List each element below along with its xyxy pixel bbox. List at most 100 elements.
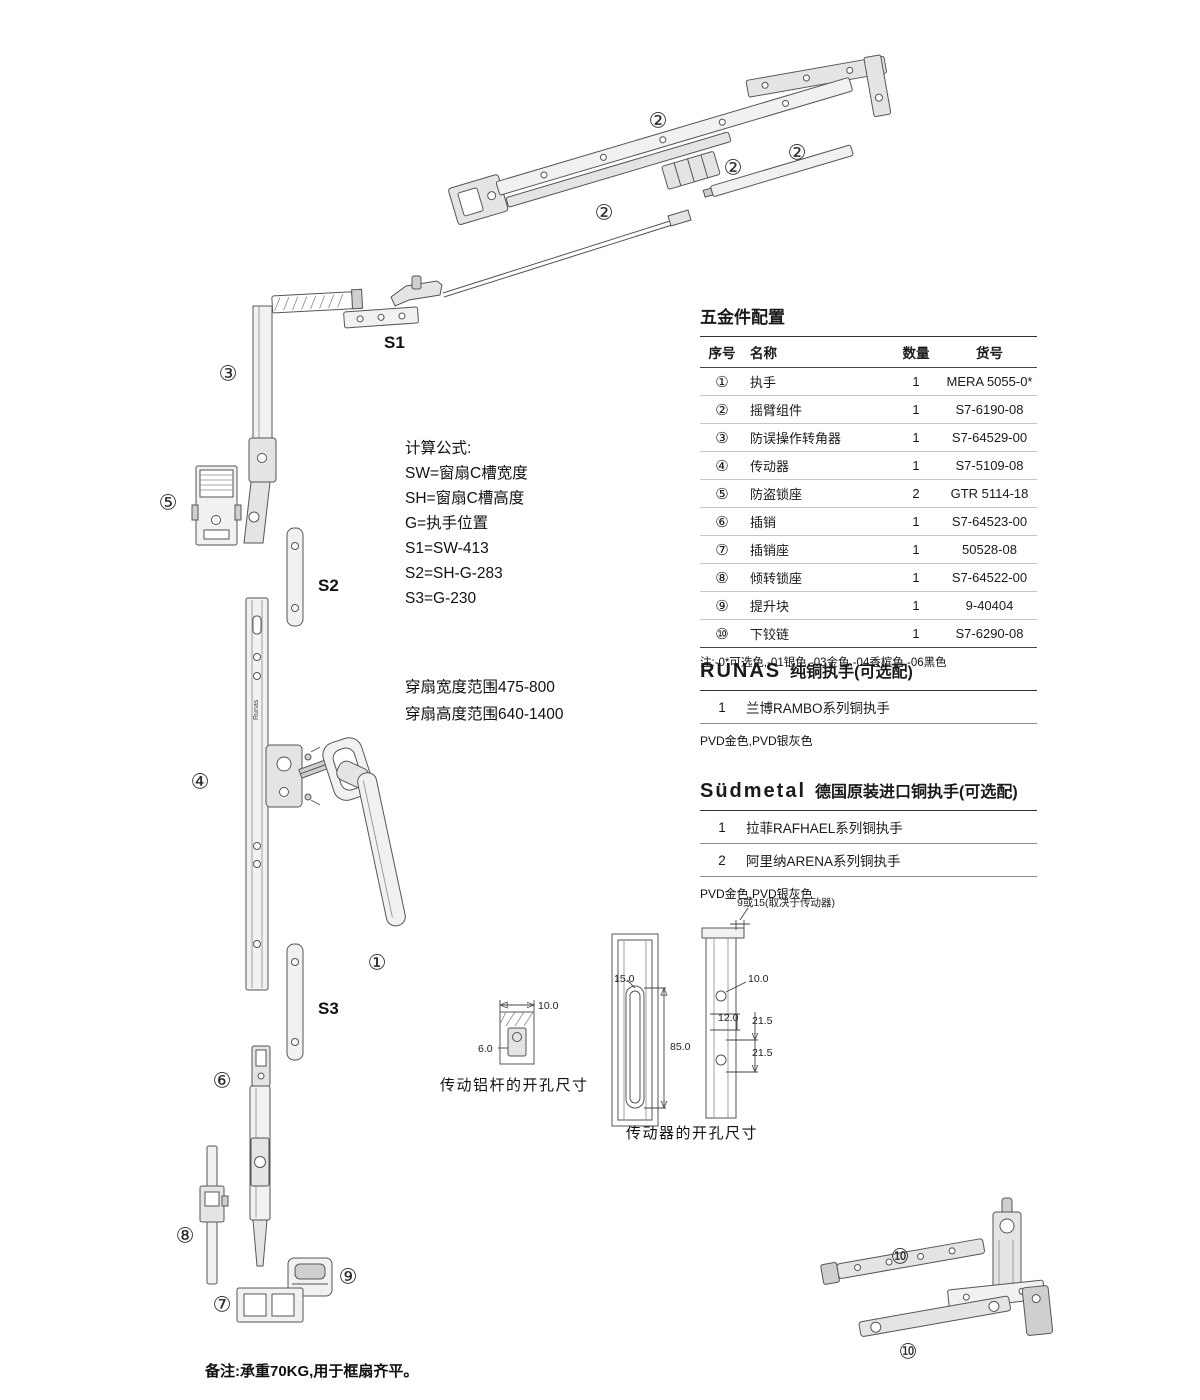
sudmetal-section-title: 德国原装进口铜执手(可选配): [815, 784, 1018, 801]
table-cell: 1: [890, 423, 942, 452]
table-cell: ⑥: [700, 507, 744, 536]
callout-part10-b: ⑩: [898, 1340, 918, 1364]
text-line: S2=SH-G-283: [405, 565, 503, 582]
column-header: 货号: [942, 336, 1037, 368]
table-cell: ③: [700, 423, 744, 452]
part-7-bolt-keeper-drawing: [236, 1287, 304, 1323]
table-cell: ②: [700, 395, 744, 424]
table-cell: S7-6190-08: [942, 395, 1037, 424]
callout-part6: ⑥: [212, 1069, 232, 1093]
runas-section-title: 纯铜执手(可选配): [790, 664, 913, 681]
text-line: S3=G-230: [405, 590, 477, 607]
part-8-tilt-keeper-drawing: [199, 1145, 229, 1285]
s2-plate-drawing: [286, 527, 304, 627]
table-cell: 拉菲RAFHAEL系列铜执手: [744, 810, 1037, 844]
table-cell: S7-5109-08: [942, 451, 1037, 480]
table-cell: 提升块: [744, 591, 890, 620]
formula-title: 计算公式:: [405, 440, 472, 457]
column-header: 序号: [700, 336, 744, 368]
table-cell: 1: [700, 690, 744, 724]
hardware-table-footnote: 注:-0*可选色,-01银色,-03金色,-04香槟色,-06黑色: [700, 657, 947, 669]
table-cell: ①: [700, 367, 744, 396]
text-line: 穿扇宽度范围475-800: [405, 679, 555, 696]
column-header: 名称: [744, 336, 890, 368]
table-cell: 1: [890, 563, 942, 592]
callout-part9: ⑨: [338, 1265, 358, 1289]
text-line: 穿扇高度范围640-1400: [405, 706, 564, 723]
table-cell: 防误操作转角器: [744, 423, 890, 452]
hardware-table-title: 五金件配置: [700, 308, 785, 327]
table-cell: S7-64523-00: [942, 507, 1037, 536]
dim-driver-hole: 10.0: [748, 973, 769, 985]
table-cell: 传动器: [744, 451, 890, 480]
callout-part5: ⑤: [158, 491, 178, 515]
label-s3: S3: [318, 999, 339, 1018]
dim-profile-offset: 15.0: [614, 973, 635, 985]
table-cell: 兰博RAMBO系列铜执手: [744, 690, 1037, 724]
s3-plate-drawing: [286, 943, 304, 1061]
callout-part8: ⑧: [175, 1224, 195, 1248]
range-block: 穿扇宽度范围475-800 穿扇高度范围640-1400: [405, 674, 564, 728]
table-cell: 防盗锁座: [744, 479, 890, 508]
table-cell: S7-64529-00: [942, 423, 1037, 452]
label-s1: S1: [384, 333, 405, 352]
part-2-stay-arm-drawing: [442, 54, 892, 298]
table-cell: 1: [890, 395, 942, 424]
dim-driver-215b: 21.5: [752, 1047, 773, 1059]
table-cell: 摇臂组件: [744, 395, 890, 424]
text-line: SW=窗扇C槽宽度: [405, 465, 528, 482]
table-cell: ⑩: [700, 619, 744, 648]
table-cell: 1: [890, 619, 942, 648]
dim-rod-slot: 6.0: [478, 1043, 493, 1055]
sudmetal-brand-logo: Südmetal: [700, 780, 807, 802]
table-cell: 下铰链: [744, 619, 890, 648]
table-cell: 50528-08: [942, 535, 1037, 564]
table-cell: 9-40404: [942, 591, 1037, 620]
dim-driver-12: 12.0: [718, 1012, 739, 1024]
callout-part2-c: ②: [723, 156, 743, 180]
part-4-drive-gear-drawing: Runas: [245, 597, 321, 991]
part-9-lift-block-drawing: [287, 1257, 333, 1297]
text-line: G=执手位置: [405, 515, 489, 532]
sudmetal-color-note: PVD金色,PVD银灰色: [700, 887, 813, 901]
table-cell: 执手: [744, 367, 890, 396]
column-header: 数量: [890, 336, 942, 368]
table-cell: 1: [890, 591, 942, 620]
callout-part3: ③: [218, 362, 238, 386]
table-cell: S7-64522-00: [942, 563, 1037, 592]
callout-part4: ④: [190, 770, 210, 794]
bar-profile-dimension-drawing: [611, 933, 666, 1127]
rod-hole-dimension-drawing: [498, 1000, 534, 1065]
part-10-bottom-hinge-drawing: [820, 1197, 1054, 1337]
table-cell: 1: [700, 810, 744, 844]
table-cell: 插销: [744, 507, 890, 536]
table-cell: 2: [700, 843, 744, 877]
table-cell: 插销座: [744, 535, 890, 564]
table-cell: 阿里纳ARENA系列铜执手: [744, 843, 1037, 877]
part-6-bolt-drawing: [249, 1045, 271, 1267]
callout-part1: ①: [367, 951, 387, 975]
runas-color-note: PVD金色,PVD银灰色: [700, 734, 813, 748]
s1-plate-drawing: [343, 275, 443, 329]
table-cell: ⑨: [700, 591, 744, 620]
callout-part2-a: ②: [648, 109, 668, 133]
callout-part7: ⑦: [212, 1293, 232, 1317]
text-line: S1=SW-413: [405, 540, 489, 557]
dim-driver-top: 9或15(取决于传动器): [737, 897, 836, 909]
table-cell: MERA 5055-0*: [942, 367, 1037, 396]
text-line: SH=窗扇C槽高度: [405, 490, 525, 507]
caption-rod-holes: 传动铝杆的开孔尺寸: [440, 1077, 589, 1094]
